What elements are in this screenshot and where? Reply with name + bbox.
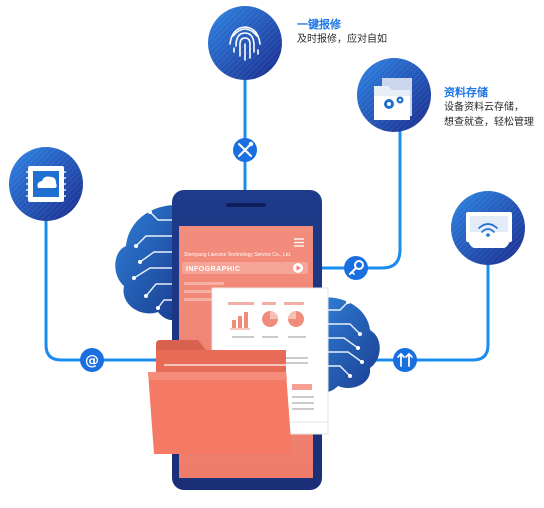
feature-desc-storage-line2: 想查就查，轻松管理 (444, 117, 534, 128)
circuit-brain-left-graphic (115, 205, 180, 321)
connector-lines (44, 78, 490, 362)
screen-banner (182, 262, 308, 274)
pie-chart-icon (288, 311, 304, 327)
pie-chart-icon (262, 311, 278, 327)
badge-arrows (393, 348, 417, 372)
screen-company-name: Shenyang Lianvice Technology Service Co.… (184, 252, 292, 258)
bar-chart-icon (232, 312, 248, 328)
folder-graphic (148, 340, 292, 454)
fingerprint-icon (229, 26, 261, 61)
badge-key (344, 256, 368, 280)
feature-title-storage: 资料存储 (444, 86, 488, 99)
circuit-brain-right-graphic (318, 297, 380, 393)
wrench-screwdriver-icon (238, 143, 252, 157)
folder-gear-icon (374, 78, 412, 120)
cloud-chip-icon (26, 166, 66, 202)
badge-at: @ (80, 348, 104, 372)
feature-desc-repair: 及时报修，应对自如 (297, 34, 387, 45)
feature-circle-fingerprint (208, 6, 282, 80)
at-sign-icon: @ (85, 353, 99, 369)
feature-desc-storage-line1: 设备资料云存储， (444, 102, 524, 113)
badge-tools (233, 138, 257, 162)
key-icon (349, 260, 364, 275)
screen-banner-text: INFOGRAPHIC (186, 266, 241, 273)
feature-title-repair: 一键报修 (297, 18, 341, 31)
wifi-monitor-icon (466, 212, 512, 248)
hamburger-menu-icon (294, 238, 304, 247)
updown-arrows-icon (397, 352, 413, 367)
